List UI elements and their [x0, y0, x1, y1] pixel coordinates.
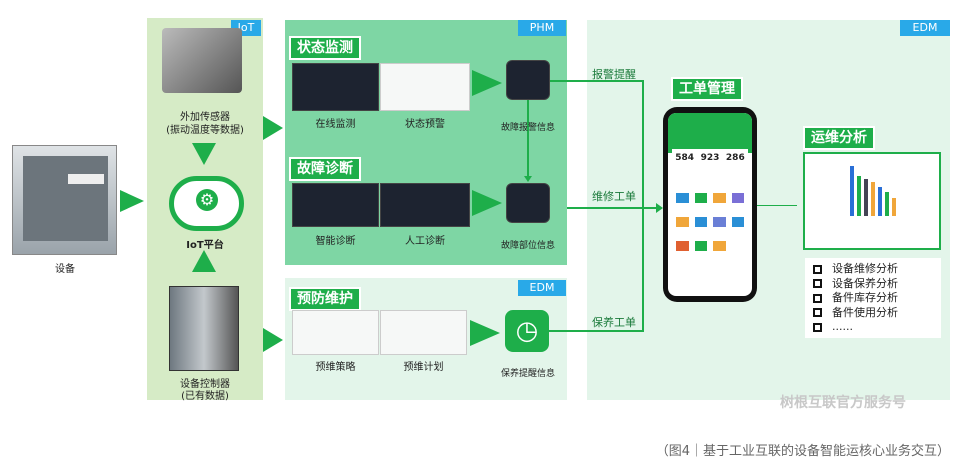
controller-sub: (已有数据): [181, 391, 229, 402]
analysis-item: 备件库存分析: [813, 291, 933, 306]
iot-platform-label: IoT平台: [186, 240, 224, 251]
watermark: 树根互联官方服务号: [780, 395, 906, 411]
arrow-right-icon: [472, 190, 502, 216]
arrow-up-icon: [192, 250, 216, 272]
alarm-info-label: 故障报警信息: [500, 123, 555, 133]
strategy-label: 预维策略: [315, 362, 356, 373]
location-info-label: 故障部位信息: [500, 241, 555, 251]
arrow-down-icon: [524, 176, 532, 182]
plan-label: 预维计划: [403, 362, 444, 373]
arrow-right-icon: [656, 203, 663, 213]
strategy-screenshot: [292, 310, 379, 355]
monitor-title: 状态监测: [289, 36, 361, 60]
status-warning-screenshot: [380, 63, 470, 111]
diagnosis-title: 故障诊断: [289, 157, 361, 181]
online-monitor-screenshot: [292, 63, 379, 111]
analysis-item: 设备保养分析: [813, 277, 933, 292]
analysis-title: 运维分析: [803, 126, 875, 150]
smart-diagnosis-label: 智能诊断: [315, 236, 356, 247]
arrow-right-icon: [263, 328, 283, 352]
phm-panel: PHM 状态监测 在线监测 状态预警 故障诊断 智能诊断 人工诊断 故障报警信息…: [285, 20, 567, 265]
iot-panel: IoT 外加传感器 (振动温度等数据) ⚙ IoT平台 设备控制器 (已有数据): [147, 18, 263, 402]
controller-image: [169, 286, 239, 371]
alarm-info-device: [506, 60, 550, 100]
analysis-list: 设备维修分析 设备保养分析 备件库存分析 备件使用分析 ......: [805, 258, 941, 338]
checkbox-icon: [813, 322, 822, 332]
plan-screenshot: [380, 310, 467, 355]
clock-icon: ◷: [505, 310, 549, 352]
flow-alarm: 报警提醒: [592, 68, 636, 81]
arrow-down-icon: [192, 143, 216, 165]
reminder-label: 保养提醒信息: [500, 369, 555, 379]
stat-2: 923: [700, 153, 720, 163]
edm-tag: EDM: [518, 280, 566, 296]
checkbox-icon: [813, 264, 822, 274]
arrow-right-icon: [472, 70, 502, 96]
workorder-title: 工单管理: [671, 77, 743, 101]
online-monitor-label: 在线监测: [315, 119, 356, 130]
manual-diagnosis-screenshot: [380, 183, 470, 227]
arrow-right-icon: [120, 190, 144, 212]
cloud-icon: ⚙: [169, 176, 244, 231]
flow-maintain: 保养工单: [592, 316, 636, 329]
edm-tag: EDM: [900, 20, 950, 36]
checkbox-icon: [813, 308, 822, 317]
device-image: [12, 145, 117, 255]
controller-label: 设备控制器: [180, 379, 230, 390]
arrow-right-icon: [470, 320, 500, 346]
phone-mockup: 584 923 286: [663, 107, 757, 302]
sensor-label: 外加传感器: [180, 112, 230, 123]
analysis-item: ......: [813, 320, 933, 335]
analysis-item: 设备维修分析: [813, 262, 933, 277]
stat-3: 286: [725, 153, 745, 163]
stat-1: 584: [675, 153, 695, 163]
caption: （图4｜基于工业互联的设备智能运核心业务交互）: [655, 444, 950, 459]
flow-repair: 维修工单: [592, 190, 636, 203]
analysis-item: 备件使用分析: [813, 306, 933, 321]
checkbox-icon: [813, 279, 822, 288]
analysis-screenshot: [803, 152, 941, 250]
checkbox-icon: [813, 293, 822, 303]
sensor-image: [162, 28, 242, 93]
arrow-right-icon: [263, 116, 283, 140]
prevent-title: 预防维护: [289, 287, 361, 311]
smart-diagnosis-screenshot: [292, 183, 379, 227]
manual-diagnosis-label: 人工诊断: [405, 236, 445, 247]
gear-icon: ⚙: [196, 189, 218, 211]
status-warning-label: 状态预警: [405, 119, 445, 130]
location-info-device: [506, 183, 550, 223]
sensor-sub: (振动温度等数据): [166, 125, 244, 136]
device-label: 设备: [55, 264, 75, 275]
edm-maintenance-panel: EDM 预防维护 预维策略 预维计划 ◷ 保养提醒信息: [285, 278, 567, 400]
phm-tag: PHM: [518, 20, 566, 36]
